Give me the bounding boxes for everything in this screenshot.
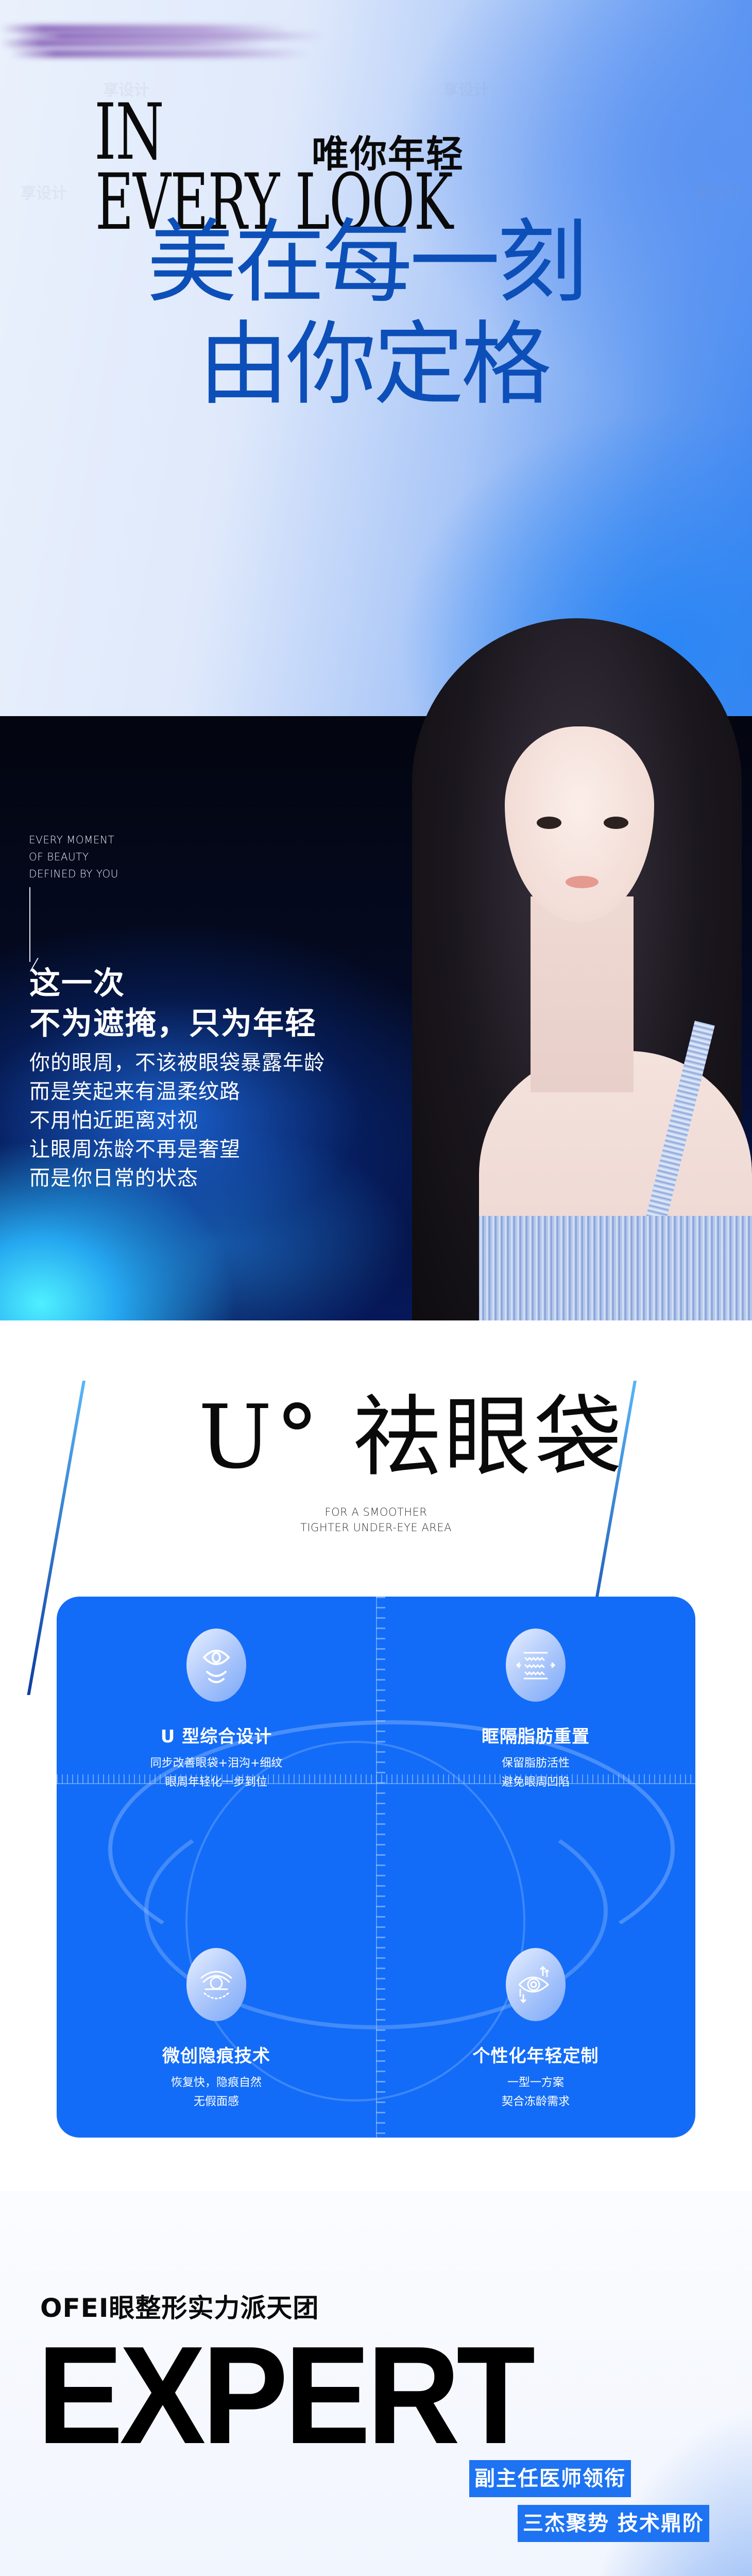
ruler-horizontal-axis	[57, 1783, 695, 1784]
vertical-line-decoration	[29, 887, 30, 962]
subtitle-line2: TIGHTER UNDER-EYE AREA	[300, 1521, 452, 1534]
expert-kicker: OFEI眼整形实力派天团	[40, 2293, 319, 2323]
en-line: EVERY MOMENT	[29, 834, 115, 846]
desc-line: 避免眼周凹陷	[501, 1776, 570, 1789]
feature-u-design: U 型综合设计 同步改善眼袋+泪沟+细纹 眼周年轻化一步到位	[72, 1629, 361, 1792]
u-section-subtitle: FOR A SMOOTHER TIGHTER UNDER-EYE AREA	[0, 1504, 752, 1535]
feature-desc: 恢复快，隐痕自然 无假面感	[72, 2073, 361, 2111]
desc-line: 契合冻龄需求	[501, 2095, 570, 2108]
feature-title: 微创隐痕技术	[162, 2046, 270, 2066]
hero-title-every-look: EVERY LOOK	[95, 158, 453, 247]
ruler-horizontal-ticks	[57, 1774, 695, 1784]
en-line: OF BEAUTY	[29, 851, 89, 863]
feature-title: 个性化年轻定制	[472, 2046, 599, 2066]
purple-streak-decoration	[10, 49, 309, 58]
dark-banner-en-text: EVERY MOMENT OF BEAUTY DEFINED BY YOU	[29, 832, 118, 883]
feature-personalized: 个性化年轻定制 一型一方案 契合冻龄需求	[391, 1948, 680, 2111]
dark-banner-body: 你的眼周，不该被眼袋暴露年龄 而是笑起来有温柔纹路 不用怕近距离对视 让眼周冻龄…	[29, 1048, 325, 1193]
watermark: 享设计	[695, 184, 742, 202]
desc-line: 无假面感	[193, 2095, 239, 2108]
portrait-eye	[604, 817, 628, 829]
feature-desc: 一型一方案 契合冻龄需求	[391, 2073, 680, 2111]
desc-line: 保留脂肪活性	[501, 1757, 570, 1770]
portrait-lips	[566, 876, 599, 888]
fat-reposition-waves-icon	[506, 1629, 566, 1702]
expert-big-word: EXPERT	[37, 2318, 535, 2473]
eye-lift-arrows-icon	[506, 1948, 566, 2021]
features-card: U 型综合设计 同步改善眼袋+泪沟+细纹 眼周年轻化一步到位 眶隔脂肪重置 保留…	[57, 1597, 695, 2138]
portrait-neck	[531, 896, 634, 1092]
body-line: 而是笑起来有温柔纹路	[29, 1080, 241, 1104]
u-section-title: U° 祛眼袋	[198, 1386, 625, 1488]
hero-title-in-cn: 唯你年轻	[312, 132, 465, 176]
feature-title: 眶隔脂肪重置	[482, 1726, 590, 1747]
dark-banner-heading: 这一次 不为遮掩，只为年轻	[29, 963, 317, 1044]
eye-u-curve-icon	[186, 1629, 246, 1702]
hero-title-in: IN	[94, 88, 164, 177]
desc-line: 恢复快，隐痕自然	[170, 2076, 262, 2089]
purple-streak-decoration	[0, 39, 268, 47]
desc-line: 眼周年轻化一步到位	[165, 1776, 267, 1789]
body-line: 让眼周冻龄不再是奢望	[29, 1138, 241, 1161]
woman-portrait-image	[402, 608, 752, 1320]
eye-dotted-incision-icon	[186, 1948, 246, 2021]
eye-outline-decoration	[108, 1720, 675, 1978]
watermark: 享设计	[443, 81, 489, 99]
feature-desc: 同步改善眼袋+泪沟+细纹 眼周年轻化一步到位	[72, 1754, 361, 1792]
hero-headline-line2: 由你定格	[198, 312, 552, 417]
body-line: 而是你日常的状态	[29, 1166, 198, 1190]
feature-fat-reposition: 眶隔脂肪重置 保留脂肪活性 避免眼周凹陷	[391, 1629, 680, 1792]
feature-minimally-invasive: 微创隐痕技术 恢复快，隐痕自然 无假面感	[72, 1948, 361, 2111]
purple-streak-decoration	[0, 25, 288, 33]
desc-line: 同步改善眼袋+泪沟+细纹	[150, 1757, 283, 1770]
heading-line1: 这一次	[29, 965, 125, 1002]
subtitle-line1: FOR A SMOOTHER	[324, 1506, 428, 1518]
portrait-face	[505, 726, 654, 922]
hero-section: 享设计 享设计 享设计 享设计	[0, 0, 752, 716]
en-line: DEFINED BY YOU	[29, 868, 118, 880]
portrait-sequin-dress	[479, 1216, 752, 1320]
hero-headline-line1: 美在每一刻	[147, 210, 588, 315]
heading-line2: 不为遮掩，只为年轻	[29, 1006, 317, 1042]
body-line: 你的眼周，不该被眼袋暴露年龄	[29, 1051, 325, 1075]
expert-tag-team: 三杰聚势 技术鼎阶	[518, 2505, 709, 2542]
watermark: 享设计	[21, 184, 67, 202]
portrait-eye	[537, 817, 561, 829]
feature-title: U 型综合设计	[160, 1726, 272, 1747]
body-line: 不用怕近距离对视	[29, 1109, 198, 1132]
purple-streak-decoration	[15, 32, 324, 40]
expert-tag-lead: 副主任医师领衔	[469, 2460, 631, 2497]
ruler-vertical-ticks	[376, 1597, 385, 2138]
feature-desc: 保留脂肪活性 避免眼周凹陷	[391, 1754, 680, 1792]
desc-line: 一型一方案	[507, 2076, 564, 2089]
